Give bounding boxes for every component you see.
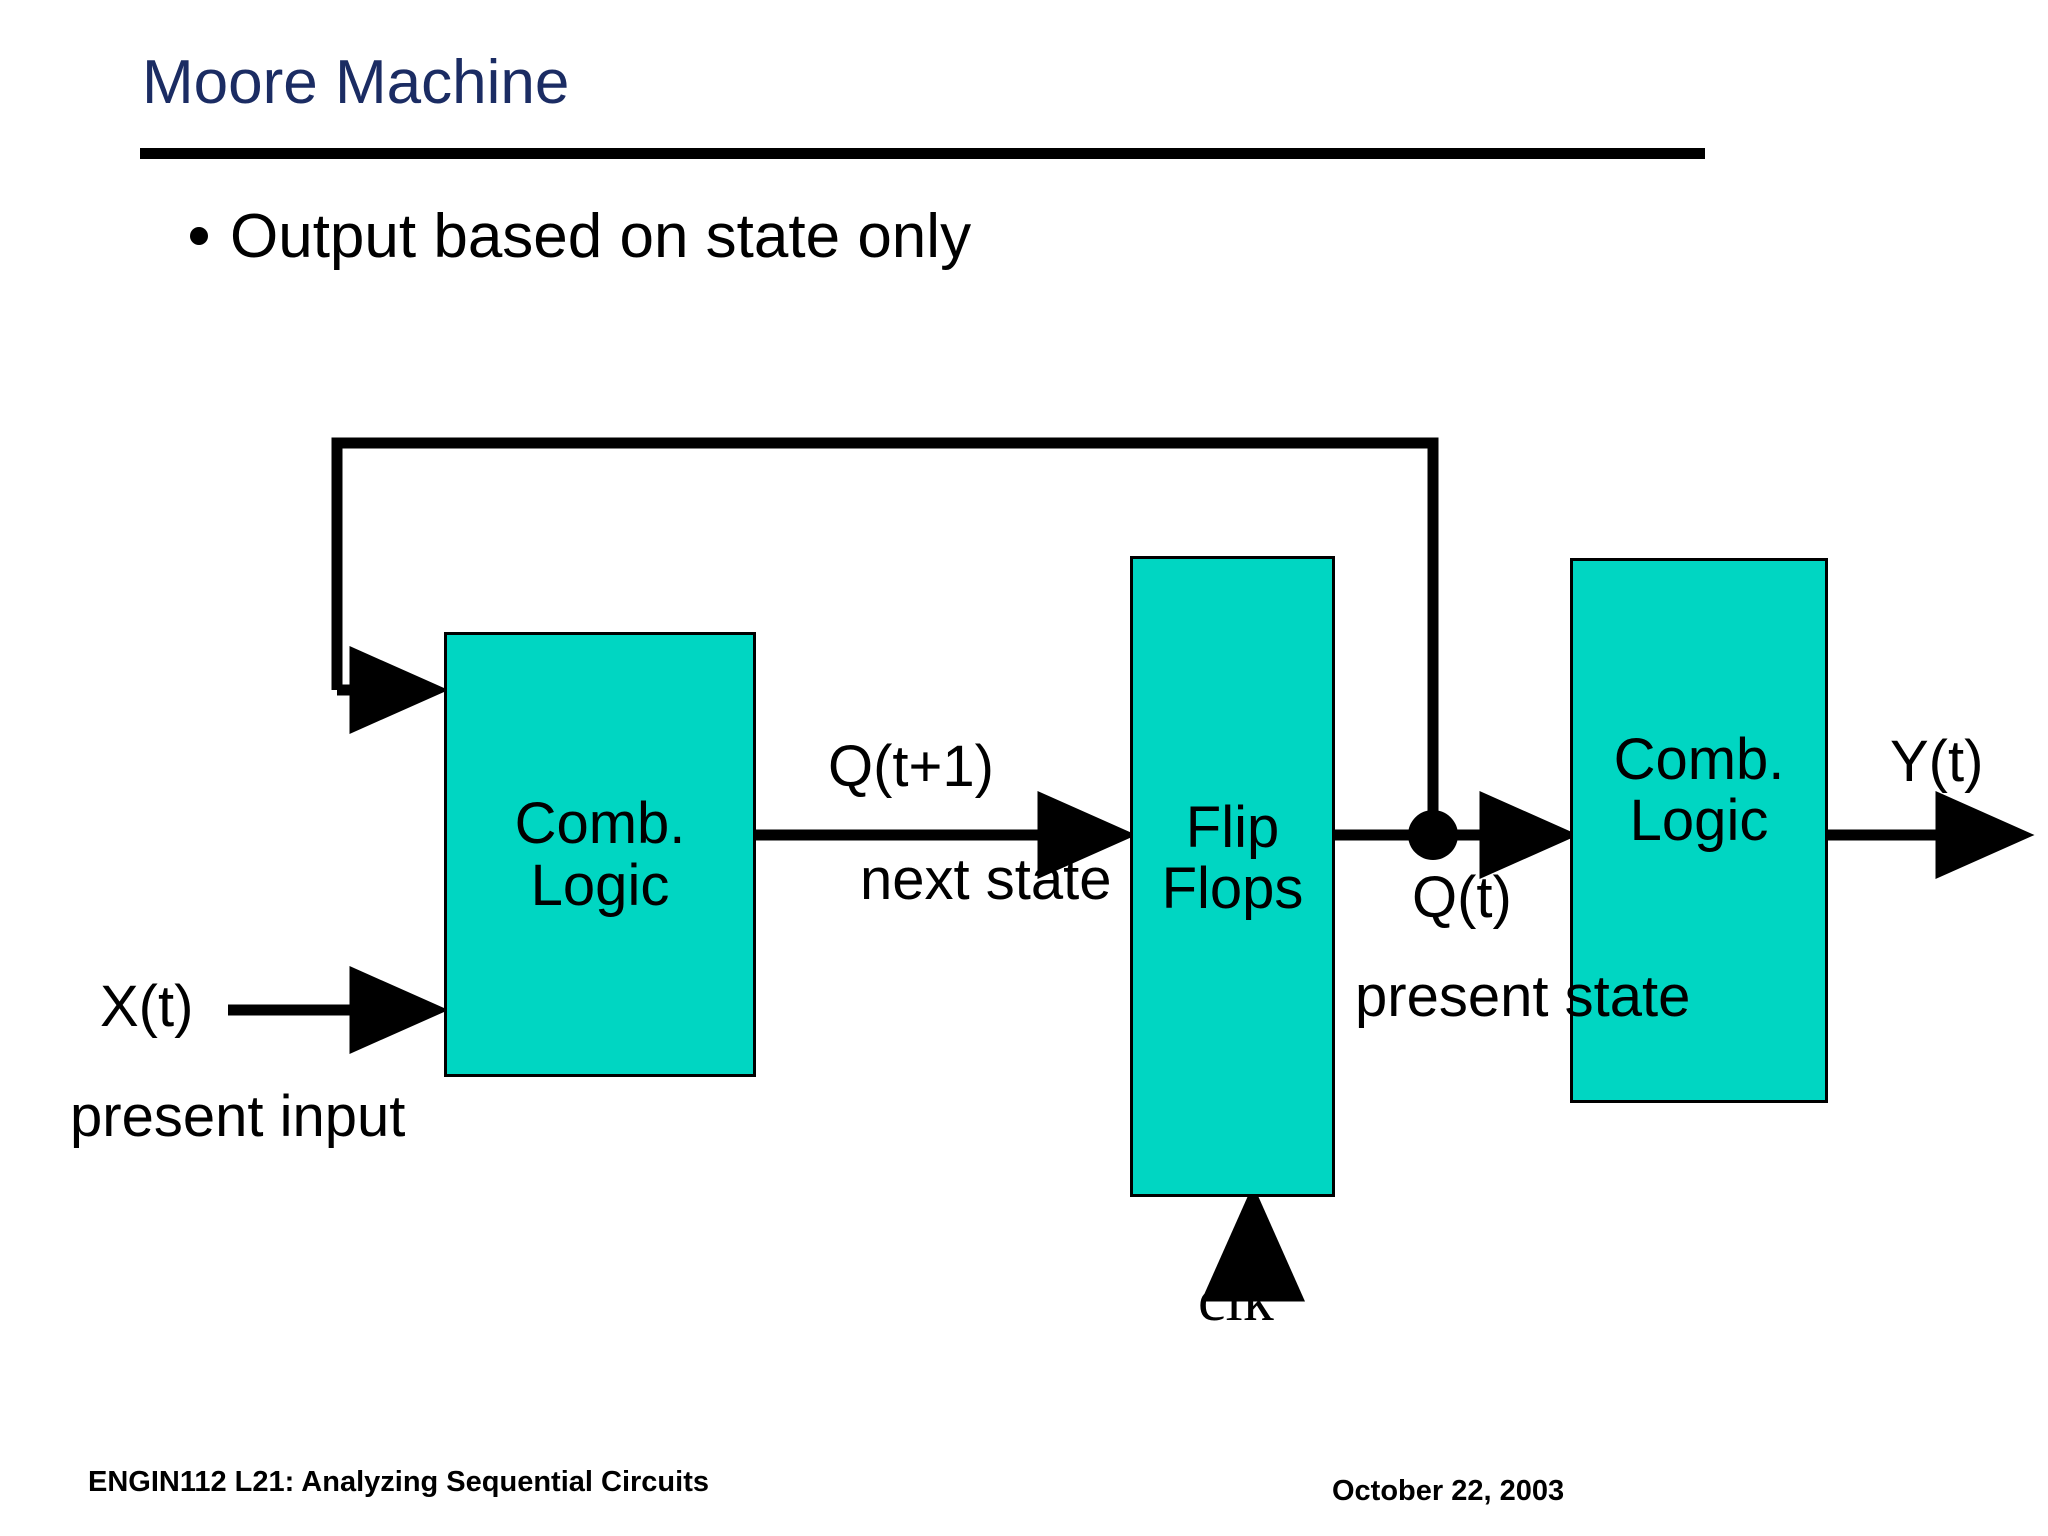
label-next-state-signal: Q(t+1) xyxy=(828,734,994,799)
label-input-caption: present input xyxy=(70,1084,405,1150)
block-label-line1: Comb. xyxy=(514,791,686,857)
label-output-signal: Y(t) xyxy=(1890,729,1984,794)
label-present-state-caption: present state xyxy=(1355,964,1690,1030)
label-input-signal: X(t) xyxy=(100,974,194,1039)
block-comb-logic-next-state[interactable]: Comb. Logic xyxy=(444,632,756,1077)
bullet-item-label: Output based on state only xyxy=(230,202,972,271)
footer-date-label: October 22, 2003 xyxy=(1332,1475,1565,1507)
block-label-line1: Flip xyxy=(1185,795,1280,860)
label-input-line2: input xyxy=(279,1084,406,1149)
footer-course-label: ENGIN112 L21: Analyzing Sequential Circu… xyxy=(88,1466,709,1498)
label-next-state-line1: next xyxy=(860,847,970,912)
label-input-line1: present xyxy=(70,1084,264,1149)
label-present-state-line1: present xyxy=(1355,964,1549,1029)
label-next-state-line2: state xyxy=(985,847,1112,912)
label-clock-signal: clk xyxy=(1198,1266,1274,1334)
page-title: Moore Machine xyxy=(142,48,570,117)
block-label-line2: Flops xyxy=(1161,856,1304,922)
title-divider xyxy=(140,148,1705,159)
wire-present-state xyxy=(1335,791,1579,879)
block-label-line2: Logic xyxy=(1629,788,1769,854)
block-label-line1: Comb. xyxy=(1613,727,1785,792)
junction-dot xyxy=(1408,810,1458,860)
block-comb-logic-output[interactable]: Comb. Logic xyxy=(1570,558,1828,1103)
label-present-state-line2: state xyxy=(1564,964,1691,1029)
bullet-dot-icon xyxy=(190,227,208,245)
block-label-line2: Logic xyxy=(530,852,670,918)
bullet-list-item: Output based on state only xyxy=(190,206,971,268)
wire-feedback-loop xyxy=(331,437,1439,835)
block-flip-flops[interactable]: Flip Flops xyxy=(1130,556,1335,1197)
label-next-state-caption: next state xyxy=(860,847,1112,913)
label-present-state-signal: Q(t) xyxy=(1412,865,1512,930)
